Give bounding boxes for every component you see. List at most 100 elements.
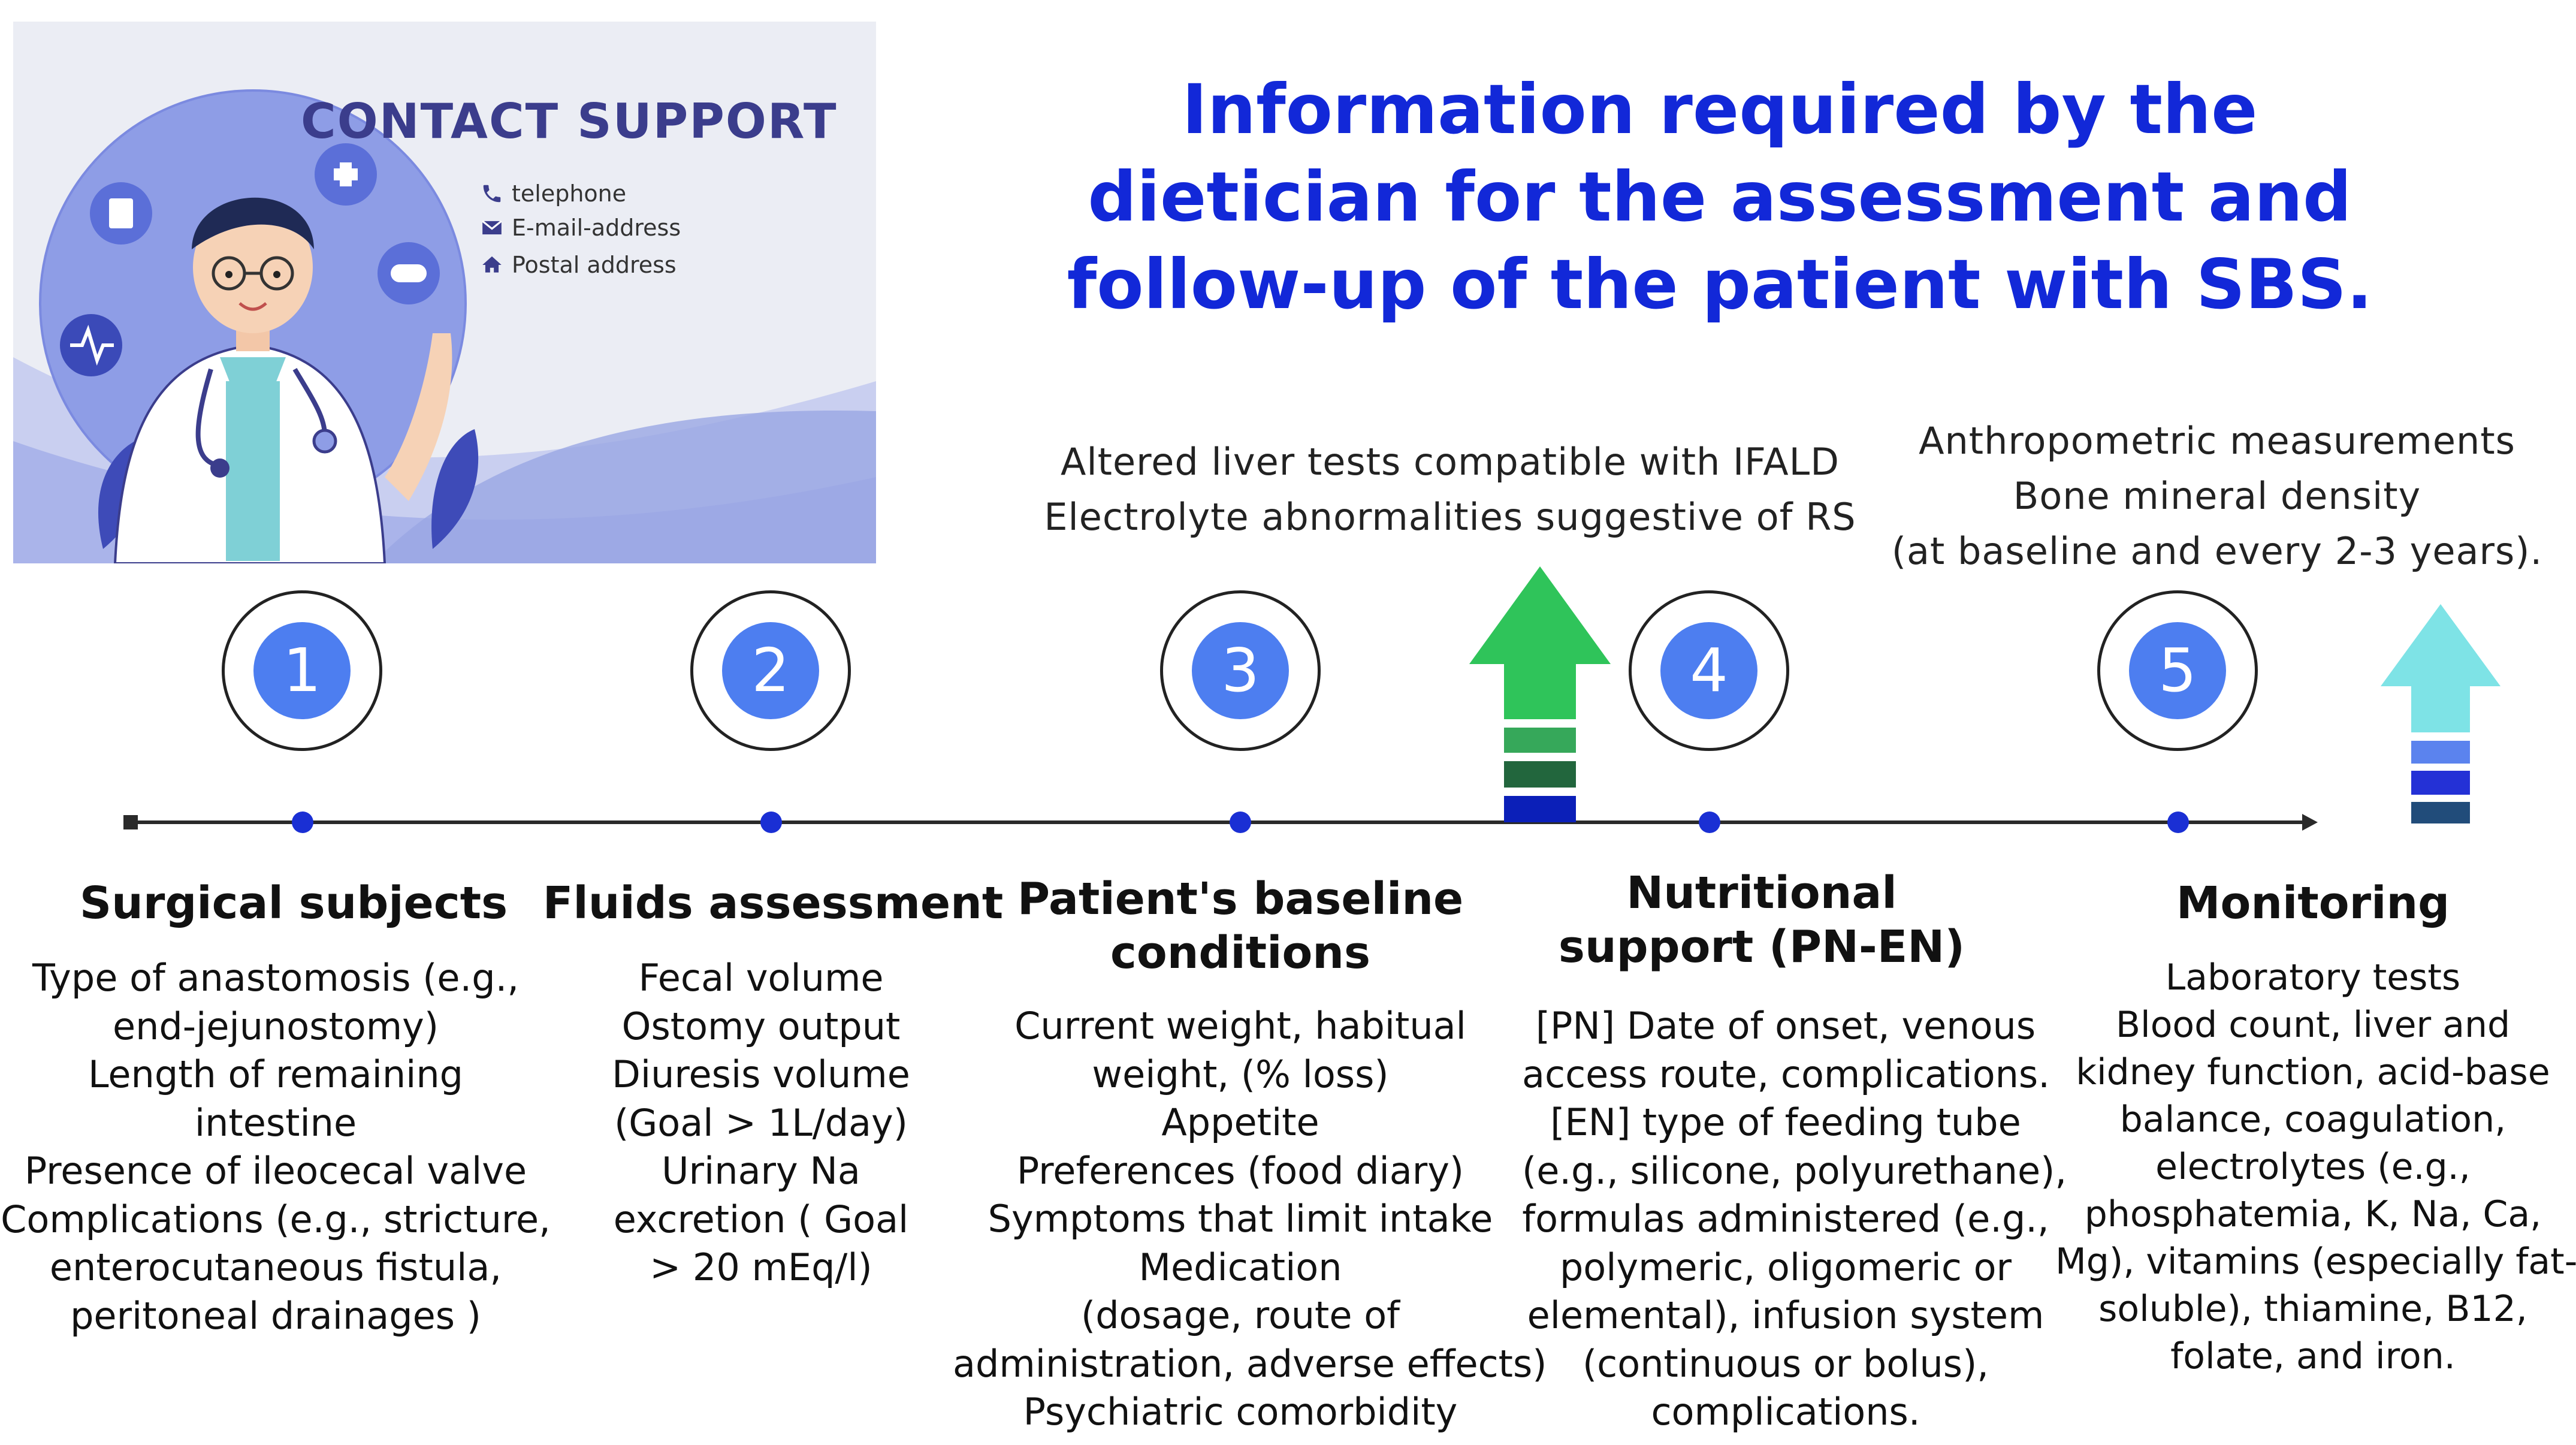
green-up-arrow-icon bbox=[1469, 566, 1611, 822]
list-line: Diuresis volume bbox=[612, 1052, 910, 1096]
step-number: 4 bbox=[1660, 622, 1757, 719]
nutritional-support-heading: Nutritional support (PN-EN) bbox=[1522, 866, 2001, 974]
list-line: [PN] Date of onset, venous bbox=[1535, 1004, 2036, 1048]
list-line: kidney function, acid-base bbox=[2076, 1051, 2550, 1093]
list-line: Complications (e.g., stricture, bbox=[1, 1197, 551, 1241]
timeline-dot bbox=[292, 812, 313, 833]
timeline-start-marker bbox=[123, 815, 138, 829]
annotation-line: Electrolyte abnormalities suggestive of … bbox=[1044, 495, 1856, 539]
title-line: follow-up of the patient with SBS. bbox=[1067, 245, 2373, 324]
list-line: Current weight, habitual bbox=[1014, 1004, 1466, 1048]
cyan-up-arrow-icon bbox=[2381, 604, 2500, 823]
list-line: access route, complications. bbox=[1522, 1052, 2050, 1096]
baseline-conditions-heading: Patient's baseline conditions bbox=[995, 872, 1486, 980]
list-line: (continuous or bolus), bbox=[1582, 1341, 1989, 1386]
telephone-contact[interactable]: telephone bbox=[481, 180, 626, 207]
postal-label: Postal address bbox=[512, 252, 677, 278]
phone-icon bbox=[481, 182, 503, 205]
heading-line: conditions bbox=[1110, 927, 1371, 979]
fluids-assessment-heading: Fluids assessment bbox=[539, 876, 1007, 930]
list-line: Medication bbox=[1138, 1245, 1342, 1289]
annotation-line: Altered liver tests compatible with IFAL… bbox=[1061, 440, 1840, 484]
step-3-badge: 3 bbox=[1160, 590, 1321, 751]
heading-line: Patient's baseline bbox=[1017, 873, 1464, 925]
surgical-subjects-heading: Surgical subjects bbox=[60, 876, 527, 930]
contact-support-title: CONTACT SUPPORT bbox=[301, 93, 838, 149]
list-line: formulas administered (e.g., bbox=[1522, 1197, 2049, 1241]
list-line: Presence of ileocecal valve bbox=[24, 1149, 527, 1193]
list-line: Laboratory tests bbox=[2165, 957, 2461, 998]
telephone-label: telephone bbox=[512, 180, 627, 207]
heading-line: Fluids assessment bbox=[542, 877, 1004, 929]
list-line: excretion ( Goal bbox=[613, 1197, 909, 1241]
step-5-badge: 5 bbox=[2097, 590, 2258, 751]
title-line: dietician for the assessment and bbox=[1088, 157, 2352, 237]
timeline-dot bbox=[1230, 812, 1251, 833]
list-line: (dosage, route of bbox=[1081, 1293, 1400, 1337]
list-line: phosphatemia, K, Na, Ca, bbox=[2084, 1193, 2542, 1235]
list-line: end-jejunostomy) bbox=[112, 1004, 439, 1048]
nutritional-support-list: [PN] Date of onset, venous access route,… bbox=[1522, 1002, 2067, 1437]
list-line: Symptoms that limit intake bbox=[987, 1197, 1493, 1241]
monitoring-heading: Monitoring bbox=[2073, 876, 2553, 930]
baseline-conditions-list: Current weight, habitual weight, (% loss… bbox=[953, 1002, 1547, 1437]
list-line: Urinary Na bbox=[662, 1149, 860, 1193]
list-line: electrolytes (e.g., bbox=[2155, 1146, 2471, 1188]
step-4-badge: 4 bbox=[1629, 590, 1789, 751]
list-line: polymeric, oligomeric or bbox=[1559, 1245, 2012, 1289]
heading-line: Surgical subjects bbox=[79, 877, 508, 929]
email-icon bbox=[481, 216, 503, 239]
list-line: peritoneal drainages ) bbox=[70, 1293, 481, 1338]
liver-annotation: Altered liver tests compatible with IFAL… bbox=[1019, 435, 1882, 545]
list-line: Mg), vitamins (especially fat- bbox=[2055, 1241, 2576, 1283]
heading-line: Nutritional bbox=[1626, 867, 1897, 919]
list-line: (Goal > 1L/day) bbox=[614, 1100, 908, 1145]
step-2-badge: 2 bbox=[690, 590, 851, 751]
annotation-line: Bone mineral density bbox=[2013, 474, 2421, 518]
list-line: Length of remaining bbox=[87, 1052, 464, 1096]
annotation-line: (at baseline and every 2-3 years). bbox=[1891, 529, 2543, 573]
timeline-arrowhead bbox=[2302, 814, 2318, 831]
surgical-subjects-list: Type of anastomosis (e.g., end-jejunosto… bbox=[0, 954, 551, 1340]
list-line: Appetite bbox=[1161, 1100, 1319, 1144]
list-line: soluble), thiamine, B12, bbox=[2098, 1288, 2527, 1330]
doctor-illustration bbox=[13, 89, 876, 563]
heading-line: support (PN-EN) bbox=[1558, 921, 1965, 973]
main-title: Information required by the dietician fo… bbox=[983, 66, 2457, 328]
postal-contact[interactable]: Postal address bbox=[481, 252, 677, 278]
list-line: Preferences (food diary) bbox=[1016, 1148, 1464, 1193]
step-number: 5 bbox=[2129, 622, 2226, 719]
list-line: administration, adverse effects) bbox=[953, 1341, 1547, 1386]
timeline-dot bbox=[1699, 812, 1720, 833]
list-line: Ostomy output bbox=[621, 1004, 901, 1048]
list-line: elemental), infusion system bbox=[1527, 1293, 2045, 1337]
list-line: intestine bbox=[194, 1100, 357, 1145]
step-number: 2 bbox=[722, 622, 819, 719]
email-label: E-mail-address bbox=[512, 215, 681, 241]
list-line: folate, and iron. bbox=[2170, 1335, 2456, 1377]
fluids-assessment-list: Fecal volume Ostomy output Diuresis volu… bbox=[563, 954, 959, 1292]
anthropometric-annotation: Anthropometric measurements Bone mineral… bbox=[1870, 414, 2565, 579]
list-line: Type of anastomosis (e.g., bbox=[32, 956, 520, 1000]
list-line: Psychiatric comorbidity bbox=[1023, 1390, 1458, 1434]
list-line: enterocutaneous fistula, bbox=[49, 1245, 502, 1289]
step-number: 3 bbox=[1192, 622, 1289, 719]
list-line: weight, (% loss) bbox=[1092, 1052, 1389, 1096]
list-line: complications. bbox=[1651, 1390, 1920, 1434]
title-line: Information required by the bbox=[1182, 70, 2258, 149]
step-number: 1 bbox=[253, 622, 351, 719]
timeline-dot bbox=[760, 812, 782, 833]
list-line: [EN] type of feeding tube bbox=[1550, 1100, 2021, 1144]
home-icon bbox=[481, 254, 503, 276]
timeline-dot bbox=[2167, 812, 2189, 833]
monitoring-list: Laboratory tests Blood count, liver and … bbox=[2055, 954, 2576, 1380]
email-contact[interactable]: E-mail-address bbox=[481, 215, 681, 241]
annotation-line: Anthropometric measurements bbox=[1919, 419, 2515, 463]
list-line: balance, coagulation, bbox=[2119, 1099, 2506, 1141]
list-line: (e.g., silicone, polyurethane), bbox=[1522, 1148, 2067, 1193]
heading-line: Monitoring bbox=[2176, 877, 2450, 929]
step-1-badge: 1 bbox=[222, 590, 382, 751]
list-line: > 20 mEq/l) bbox=[650, 1245, 872, 1289]
contact-support-card: CONTACT SUPPORT telephone E-mail-address… bbox=[13, 22, 876, 563]
